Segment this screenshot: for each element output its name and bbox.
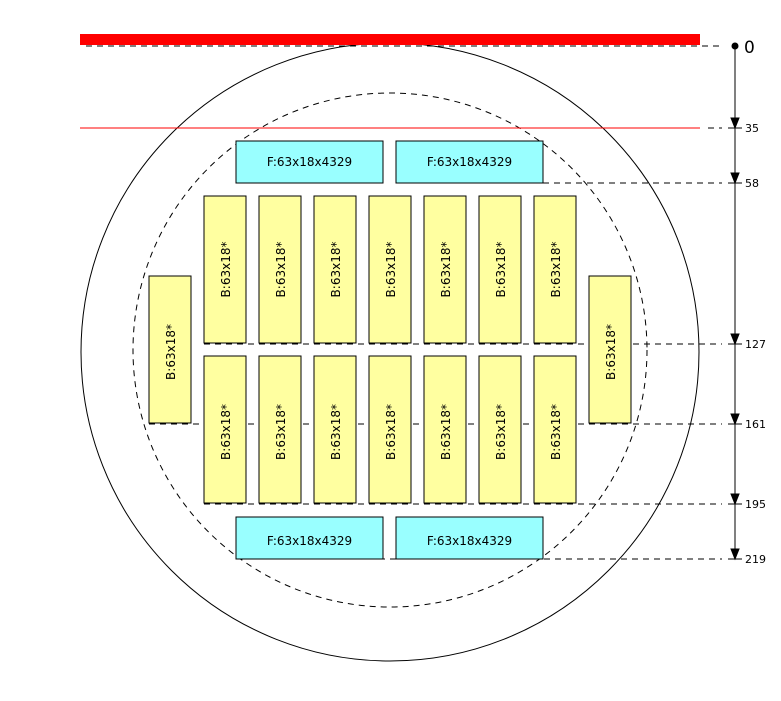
scale-label-35: 35 xyxy=(745,122,759,135)
f-block-bottom-right: F:63x18x4329 xyxy=(395,516,544,560)
svg-text:B:63x18*: B:63x18* xyxy=(494,242,508,298)
b-block-bottom-3: B:63x18* xyxy=(313,355,357,504)
svg-text:B:63x18*: B:63x18* xyxy=(219,242,233,298)
b-block-bottom-2: B:63x18* xyxy=(258,355,302,504)
b-block-side-left: B:63x18* xyxy=(148,275,192,424)
flat-edge-bar xyxy=(80,34,700,45)
b-block-bottom-7: B:63x18* xyxy=(533,355,577,504)
svg-text:B:63x18*: B:63x18* xyxy=(384,404,398,460)
svg-text:F:63x18x4329: F:63x18x4329 xyxy=(427,155,512,169)
svg-text:B:63x18*: B:63x18* xyxy=(439,404,453,460)
b-block-side-right: B:63x18* xyxy=(588,275,632,424)
scale-label-127: 127 xyxy=(745,338,766,351)
f-block-bottom-left: F:63x18x4329 xyxy=(235,516,384,560)
svg-text:F:63x18x4329: F:63x18x4329 xyxy=(427,534,512,548)
scale-label-58: 58 xyxy=(745,177,759,190)
b-block-top-5: B:63x18* xyxy=(423,195,467,344)
b-block-bottom-4: B:63x18* xyxy=(368,355,412,504)
svg-text:B:63x18*: B:63x18* xyxy=(274,242,288,298)
usable-area-circle xyxy=(132,92,648,608)
b-block-top-6: B:63x18* xyxy=(478,195,522,344)
f-block-top-right: F:63x18x4329 xyxy=(395,140,544,184)
svg-text:F:63x18x4329: F:63x18x4329 xyxy=(267,155,352,169)
svg-text:B:63x18*: B:63x18* xyxy=(604,324,618,380)
svg-text:F:63x18x4329: F:63x18x4329 xyxy=(267,534,352,548)
svg-text:B:63x18*: B:63x18* xyxy=(219,404,233,460)
scale-label-219: 219 xyxy=(745,553,766,566)
svg-text:B:63x18*: B:63x18* xyxy=(274,404,288,460)
svg-text:B:63x18*: B:63x18* xyxy=(164,324,178,380)
svg-text:B:63x18*: B:63x18* xyxy=(329,242,343,298)
f-block-top-left: F:63x18x4329 xyxy=(235,140,384,184)
svg-text:B:63x18*: B:63x18* xyxy=(384,242,398,298)
scale-axis xyxy=(728,42,742,561)
b-block-top-7: B:63x18* xyxy=(533,195,577,344)
b-block-top-2: B:63x18* xyxy=(258,195,302,344)
svg-text:B:63x18*: B:63x18* xyxy=(329,404,343,460)
scale-label-195: 195 xyxy=(745,498,766,511)
b-block-bottom-6: B:63x18* xyxy=(478,355,522,504)
svg-text:B:63x18*: B:63x18* xyxy=(439,242,453,298)
b-block-top-3: B:63x18* xyxy=(313,195,357,344)
b-block-bottom-5: B:63x18* xyxy=(423,355,467,504)
svg-text:B:63x18*: B:63x18* xyxy=(549,404,563,460)
scale-label-161: 161 xyxy=(745,418,766,431)
svg-text:B:63x18*: B:63x18* xyxy=(494,404,508,460)
b-block-top-1: B:63x18* xyxy=(203,195,247,344)
b-block-bottom-1: B:63x18* xyxy=(203,355,247,504)
scale-label-0: 0 xyxy=(744,38,755,58)
svg-text:B:63x18*: B:63x18* xyxy=(549,242,563,298)
b-block-top-4: B:63x18* xyxy=(368,195,412,344)
